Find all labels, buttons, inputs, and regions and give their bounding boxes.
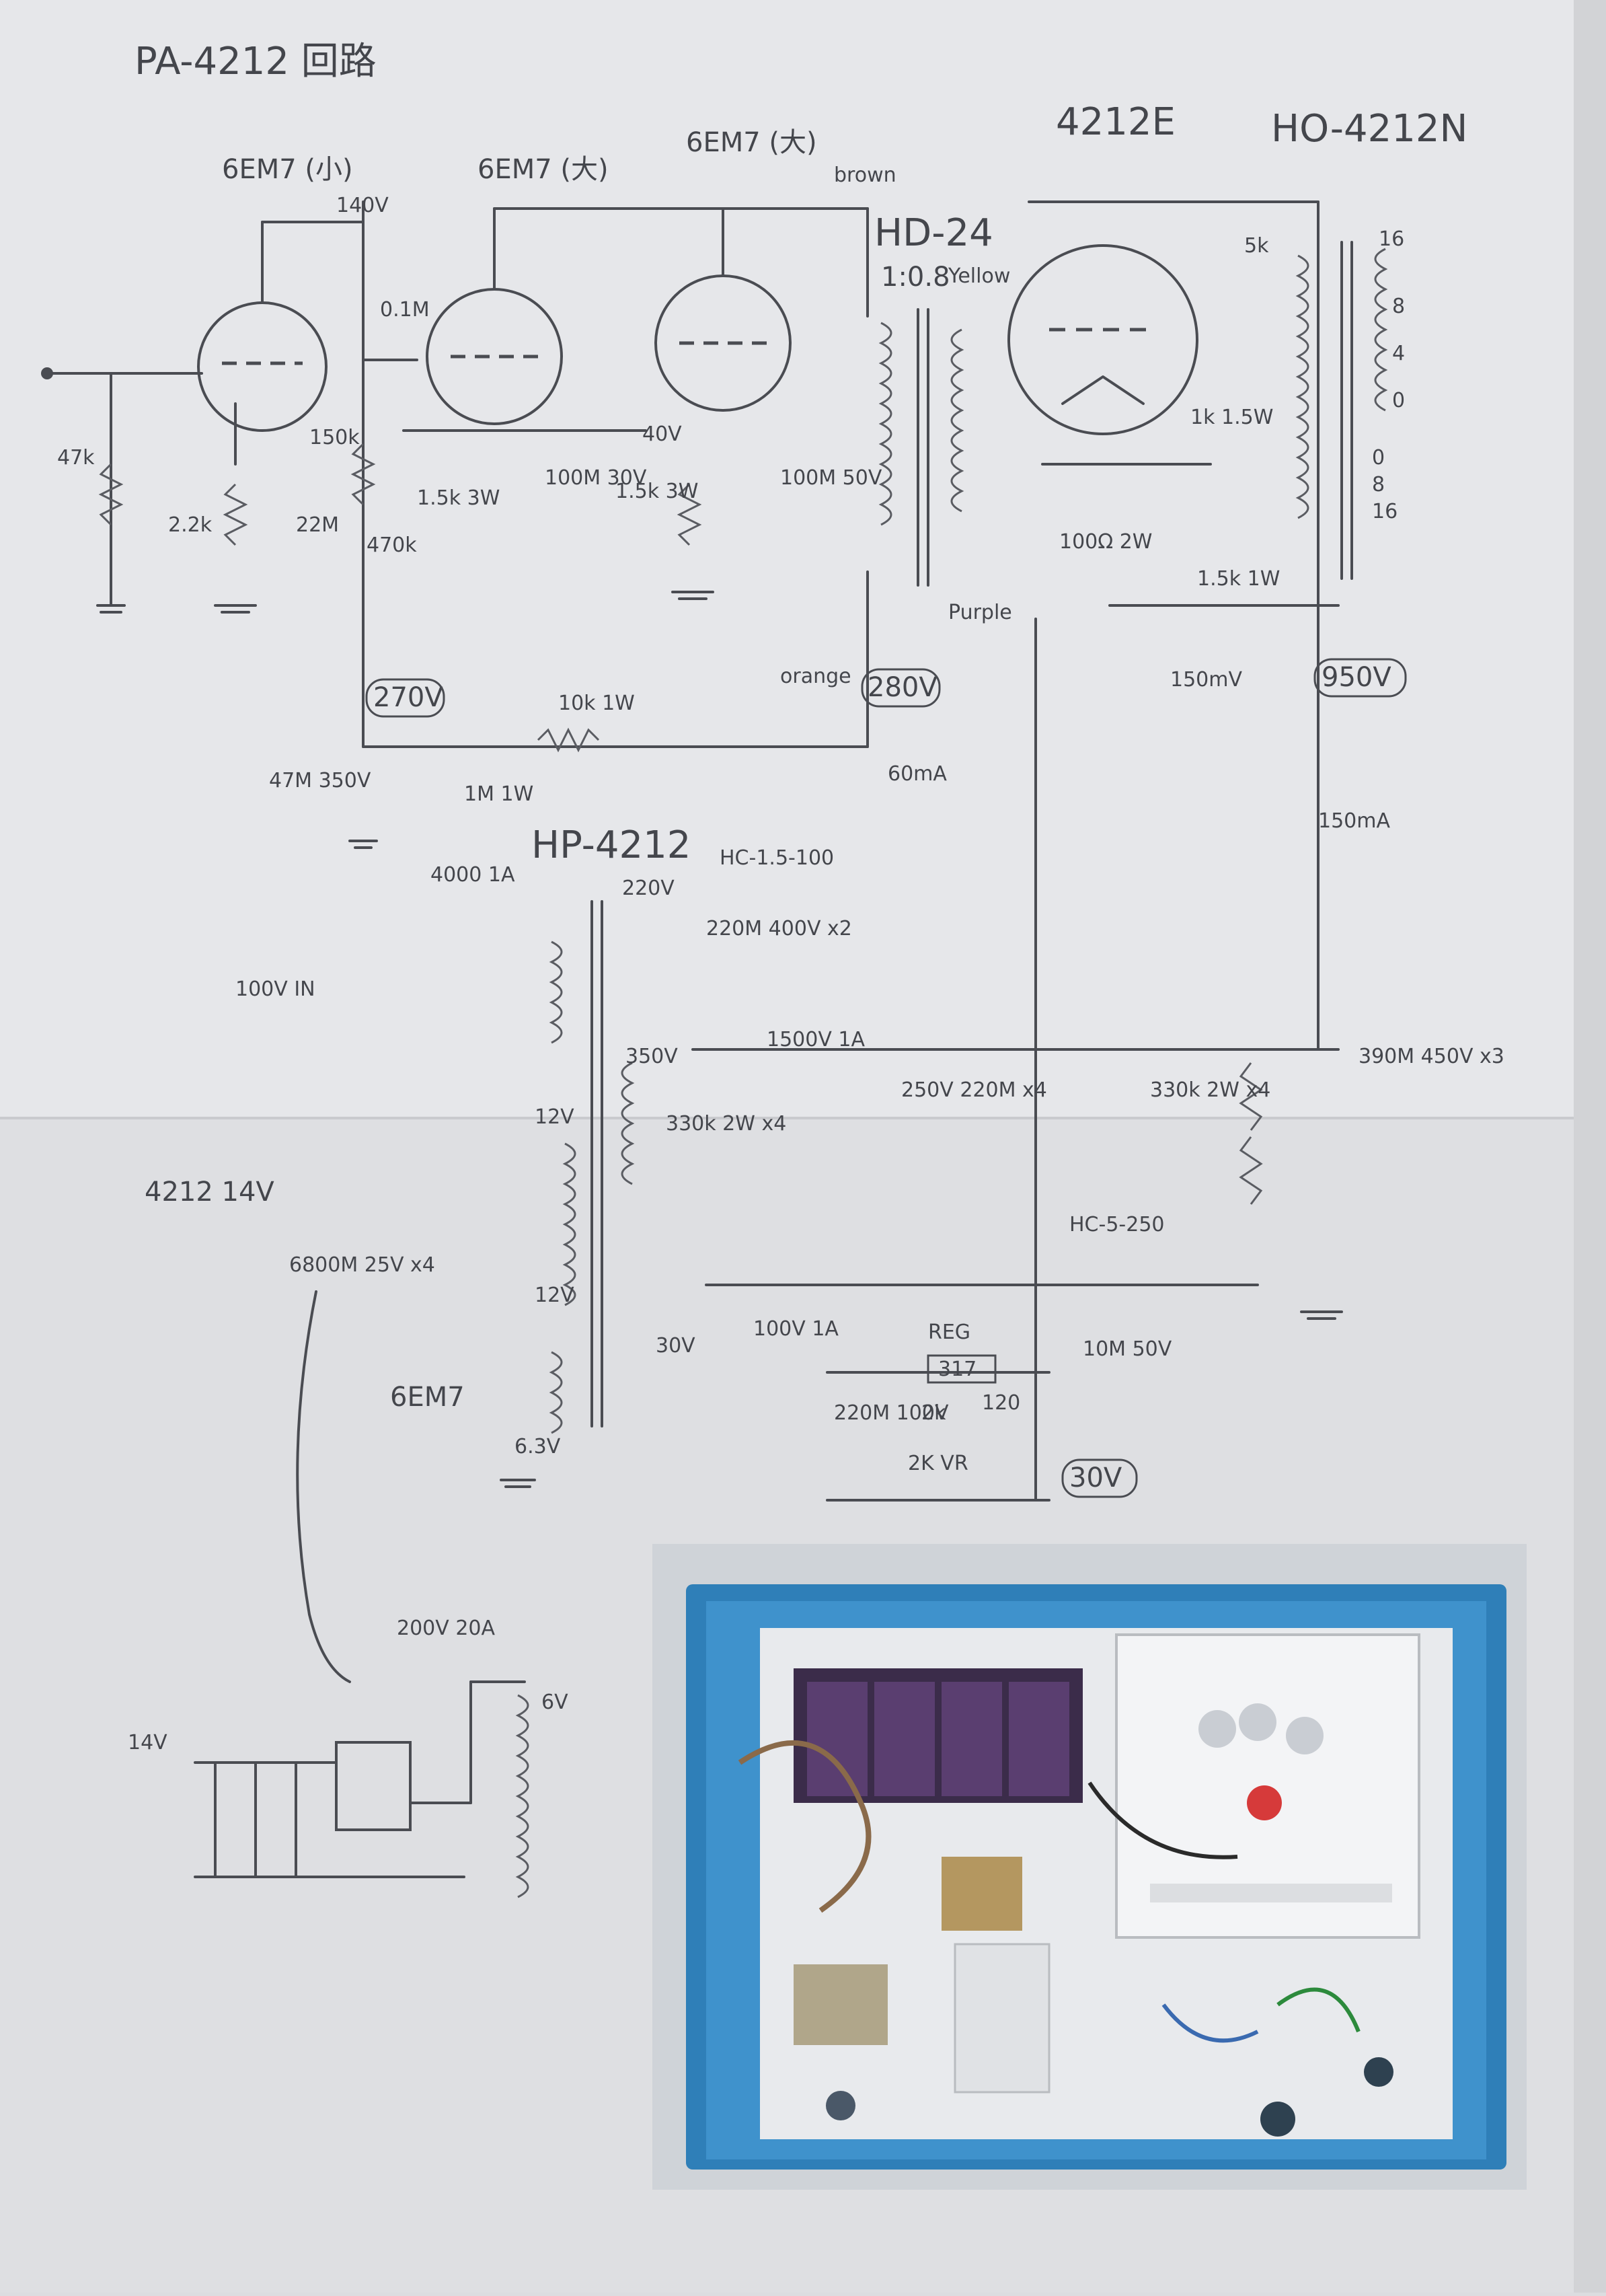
cap-220u-250v-bank: 250V 220M x4 [901,1078,1047,1102]
voltage-950: 950V [1322,662,1391,693]
voltage-350: 350V [625,1045,678,1068]
regulator-label: REG [928,1321,970,1344]
voltage-30: 30V [1069,1462,1122,1493]
resistor-symbols [98,443,1263,1205]
cap-47u-350v: 47M 350V [269,769,371,792]
resistor-1k5: 1.5k 3W [417,486,500,510]
cap-0-1: 0.1M [380,298,430,322]
resistor-2k2: 2.2k [168,513,213,537]
wire-color-brown: brown [834,163,896,187]
tap-8: 8 [1392,295,1405,318]
regulator-value: 317 [938,1358,977,1381]
wire-color-purple: Purple [948,601,1012,624]
winding-6-3v: 6.3V [514,1435,561,1458]
resistor-120: 120 [982,1391,1020,1415]
choke-1-label: HC-1.5-100 [720,846,834,870]
tube-label-2: 6EM7 (大) [477,154,609,185]
cap-390u-bank: 390M 450V x3 [1359,1045,1504,1068]
output-primary-impedance: 5k [1244,234,1269,258]
cap-6800u-bank: 6800M 25V x4 [289,1253,435,1277]
winding-30v: 30V [656,1334,695,1358]
resistor-2k: 2k [921,1401,946,1425]
resistor-1k-1-5w: 1k 1.5W [1190,406,1273,429]
interstage-transformer [878,308,964,587]
tap-16: 16 [1379,227,1404,251]
diode-1500v: 1500V 1A [767,1028,865,1051]
resistor-47k: 47k [57,446,95,470]
cap-220u-400v: 220M 400V x2 [706,917,852,940]
tube-1-symbol [197,221,328,466]
tap2-16: 16 [1372,500,1398,523]
winding-6v: 6V [541,1691,568,1714]
power-tube-symbol [1007,244,1198,435]
cap-220u-100v: 220M 100V [834,1401,949,1425]
schematic-title: PA-4212 回路 [135,40,377,83]
tap2-0: 0 [1372,446,1385,470]
ground-symbols [96,591,1343,1488]
voltage-40: 40V [642,422,682,446]
meter-150mv: 150mV [1170,668,1242,692]
chassis-photo [652,1544,1527,2190]
bridge-100v-1a: 100V 1A [753,1317,839,1341]
choke-2-label: HC-5-250 [1069,1213,1165,1236]
trimmer-2k: 2K VR [908,1452,968,1475]
wire-color-orange: orange [780,665,851,688]
resistor-10k-1w: 10k 1W [558,692,635,715]
heater-14v: 14V [128,1731,167,1754]
ac-input-label: 100V IN [235,977,315,1001]
power-transformer [549,900,635,1434]
current-150ma: 150mA [1318,809,1390,833]
tap2-8: 8 [1372,473,1385,496]
tap-4: 4 [1392,342,1405,365]
power-transformer-label: HP-4212 [531,823,691,867]
output-transformer-label: HO-4212N [1271,107,1467,151]
signal-wiring [41,200,1340,1502]
interstage-ratio: 1:0.8 [881,262,950,293]
heater-lead [296,1290,351,1683]
resistor-470k: 470k [367,533,417,557]
cap-10u-50v: 10M 50V [1083,1337,1172,1361]
resistor-1m-1w: 1M 1W [464,782,533,806]
output-transformer [1295,241,1388,580]
cap-22u: 22M [296,513,339,537]
tube-label-3: 6EM7 (大) [686,127,817,158]
fuse-label: 4000 1A [430,863,515,887]
heater-sketch [194,1680,529,1898]
resistor-100-2w: 100Ω 2W [1059,530,1152,554]
voltage-280: 280V [868,672,938,703]
heater-supply-label: 4212 14V [145,1177,274,1208]
resistor-330k-bank-2: 330k 2W x4 [1150,1078,1270,1102]
tube-label-1: 6EM7 (小) [222,154,353,185]
heater-tube-label: 6EM7 [390,1382,465,1413]
resistor-1k5-3w: 1.5k 3W [615,480,698,503]
winding-12v-b: 12V [535,1284,574,1307]
cap-100u-50: 100M 50V [780,466,882,490]
wire-color-yellow: Yellow [948,264,1010,288]
winding-12v-a: 12V [535,1105,574,1129]
resistor-330k-bank: 330k 2W x4 [666,1112,786,1136]
power-tube-label: 4212E [1056,100,1176,144]
voltage-220: 220V [622,877,675,900]
interstage-label: HD-24 [874,211,993,255]
resistor-1k5-1w: 1.5k 1W [1197,567,1280,591]
tap-0: 0 [1392,389,1405,412]
cap-100u-30: 100M 30V [545,466,647,490]
voltage-140: 140V [336,194,389,217]
resistor-150k: 150k [309,426,360,449]
voltage-270: 270V [373,682,443,713]
bridge-200v-20a: 200V 20A [397,1617,495,1640]
current-60ma: 60mA [888,762,947,786]
